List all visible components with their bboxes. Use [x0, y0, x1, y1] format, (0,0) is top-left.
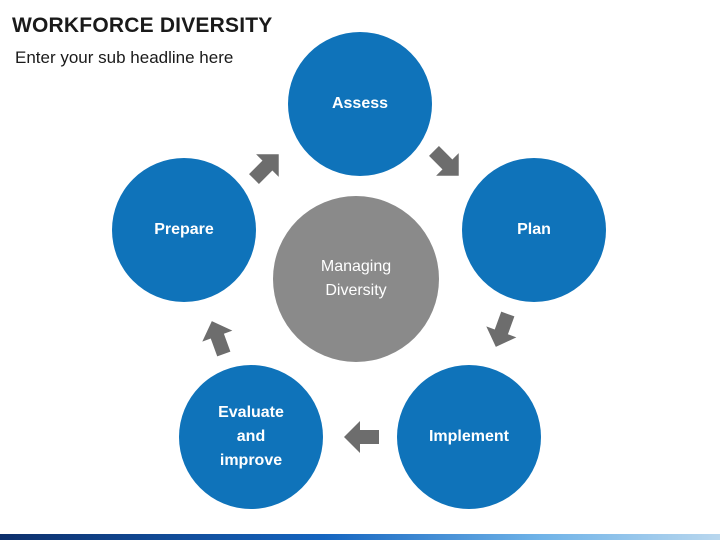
step-node-prepare: Prepare	[112, 158, 256, 302]
arrow-plan-to-implement-icon	[486, 311, 517, 347]
step-label-implement: Implement	[428, 428, 509, 445]
center-node-managing-diversity: Managing Diversity	[273, 196, 439, 362]
step-label-assess: Assess	[331, 95, 389, 112]
arrow-prepare-to-assess-icon	[249, 154, 279, 184]
center-label-line2: Diversity	[325, 282, 387, 299]
step-label-prepare: Prepare	[154, 221, 214, 238]
step-node-plan: Plan	[462, 158, 606, 302]
step-node-evaluate: Evaluate and improve	[179, 365, 323, 509]
footer-gradient-bar	[0, 534, 720, 540]
page-title: WORKFORCE DIVERSITY	[12, 14, 273, 37]
step-node-assess: Assess	[288, 32, 432, 176]
step-label-evaluate-line2: and	[236, 428, 266, 445]
step-node-implement: Implement	[397, 365, 541, 509]
arrow-evaluate-to-prepare-icon	[202, 321, 233, 357]
step-label-evaluate-line3: improve	[219, 452, 283, 469]
step-label-plan: Plan	[517, 221, 551, 238]
page-subtitle: Enter your sub headline here	[15, 48, 234, 67]
step-label-evaluate-line1: Evaluate	[218, 404, 284, 421]
arrow-implement-to-evaluate-icon	[344, 421, 379, 453]
arrow-assess-to-plan-icon	[429, 146, 459, 176]
center-label-line1: Managing	[320, 258, 392, 275]
